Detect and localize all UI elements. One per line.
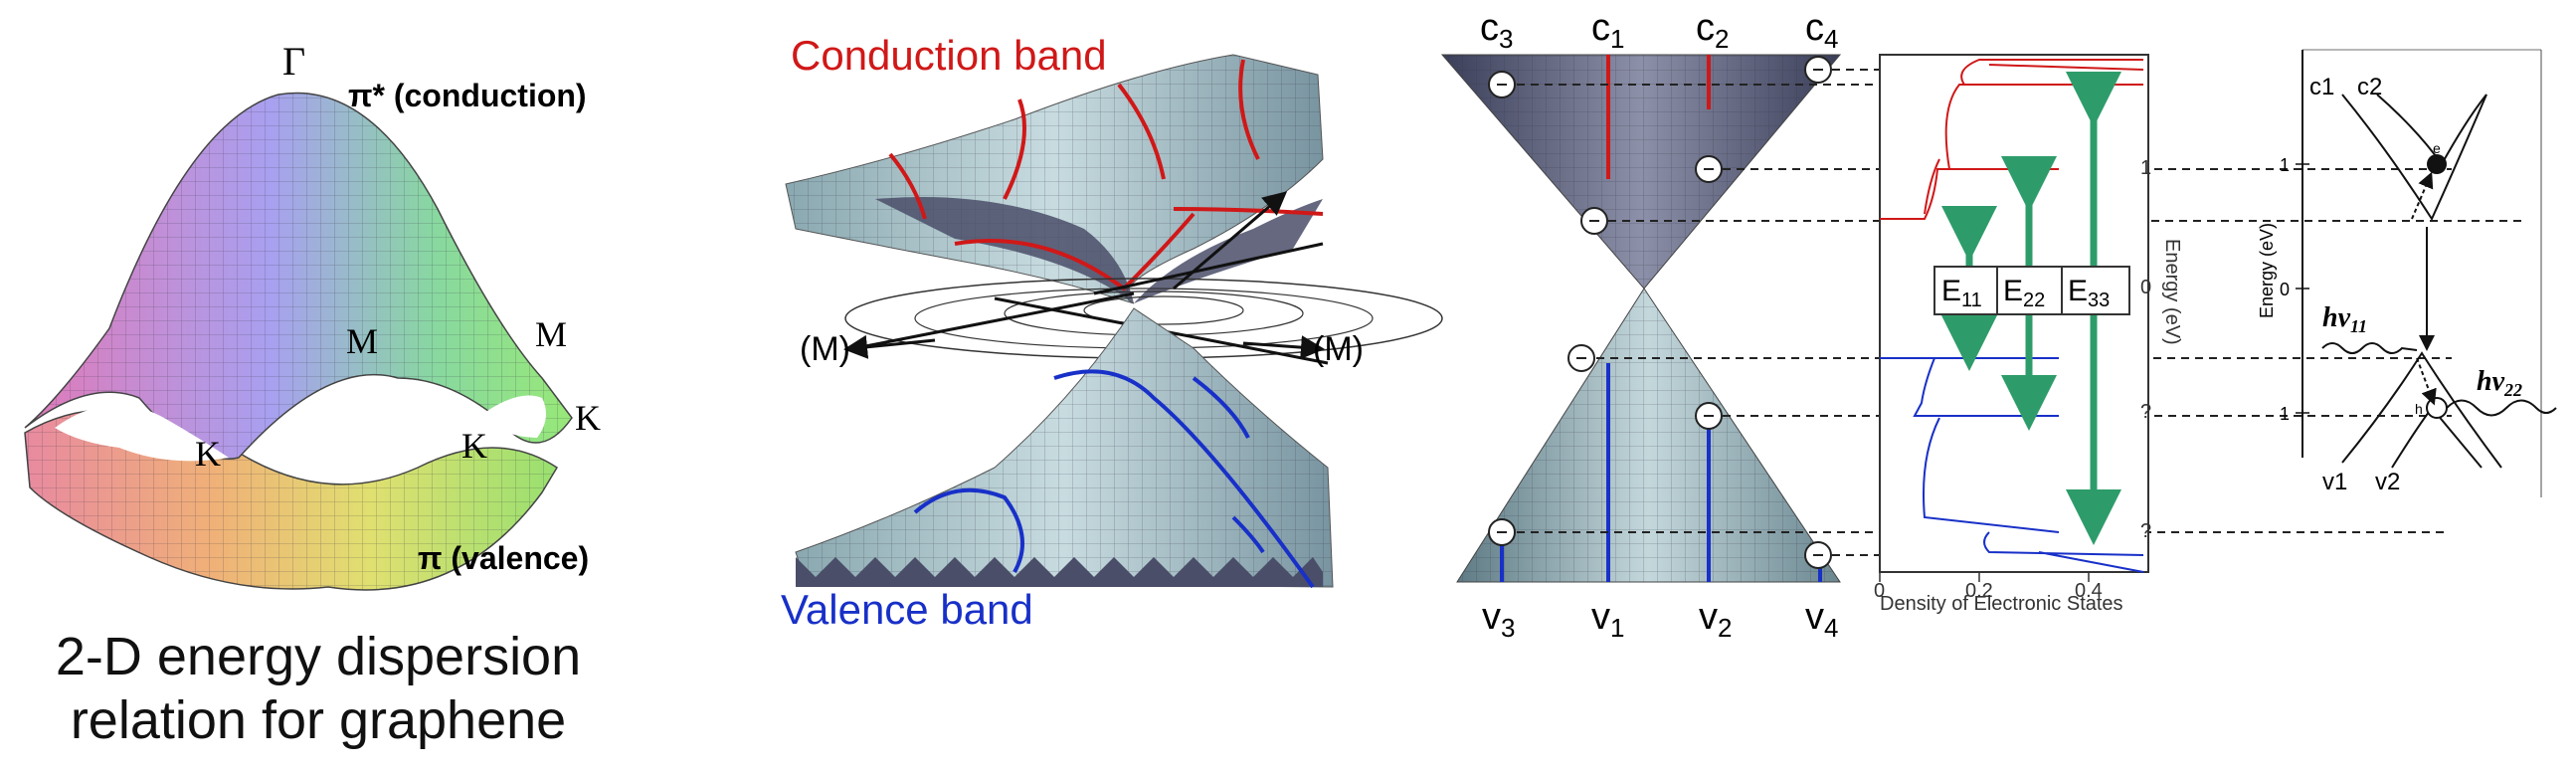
e22-label: E22 bbox=[2003, 275, 2045, 311]
k-point-label-3: K bbox=[575, 398, 601, 438]
e33-label: E33 bbox=[2068, 275, 2110, 311]
caption-line-2: relation for graphene bbox=[70, 690, 567, 750]
hv22-label: hν22 bbox=[2477, 366, 2522, 400]
dos-tick-1: 0.2 bbox=[1965, 580, 1993, 602]
k-point-label-2: K bbox=[461, 426, 487, 466]
valence-band-label: Valence band bbox=[781, 586, 1033, 633]
dos-x-axis-label: Density of Electronic States bbox=[1880, 593, 2123, 615]
schematic-v1-label: v1 bbox=[2322, 469, 2347, 495]
schematic-c2-label: c2 bbox=[2357, 74, 2382, 100]
m-point-label-2: M bbox=[535, 314, 567, 354]
figure-caption: 2-D energy dispersion relation for graph… bbox=[40, 625, 597, 752]
dos-y-axis-label: Energy (eV) bbox=[2161, 239, 2183, 345]
v2-label: v2 bbox=[1699, 596, 1732, 643]
schematic-y-axis-label: Energy (eV) bbox=[2257, 223, 2277, 318]
dos-y-tick-1: 1 bbox=[2140, 157, 2151, 179]
conduction-band-label: Conduction band bbox=[791, 32, 1107, 79]
v3-label: v3 bbox=[1482, 596, 1515, 643]
c2-label: c2 bbox=[1696, 7, 1729, 54]
dirac-cone-diagram bbox=[785, 54, 1443, 589]
c4-label: c4 bbox=[1805, 7, 1838, 54]
k-point-label-1: K bbox=[195, 434, 221, 474]
m-left-label: (M) bbox=[800, 330, 850, 368]
m-point-label-1: M bbox=[346, 321, 378, 361]
schematic-c1-label: c1 bbox=[2309, 74, 2334, 100]
e11-label: E11 bbox=[1941, 275, 1982, 311]
dos-y-tick-neg1: ? bbox=[2140, 401, 2151, 423]
electron-label: e bbox=[2433, 140, 2441, 156]
pi-valence-label: π (valence) bbox=[418, 540, 589, 576]
c3-label: c3 bbox=[1480, 7, 1513, 54]
v1-label: v1 bbox=[1591, 596, 1624, 643]
dos-y-tick-neg2: ? bbox=[2140, 520, 2151, 542]
schematic-y-tick-1: 1 bbox=[2280, 155, 2290, 175]
hv11-label: hν11 bbox=[2322, 302, 2367, 336]
schematic-v2-label: v2 bbox=[2375, 469, 2400, 495]
schematic-y-tick-0: 0 bbox=[2280, 280, 2290, 299]
dos-cone-diagram bbox=[1440, 54, 2526, 583]
optical-transition-schematic bbox=[2296, 49, 2557, 497]
dos-y-tick-0: 0 bbox=[2140, 277, 2151, 298]
graphene-dispersion-surface bbox=[24, 92, 573, 591]
schematic-y-tick-neg1: 1 bbox=[2280, 404, 2290, 424]
pi-star-label: π* (conduction) bbox=[348, 78, 587, 113]
dos-tick-0: 0 bbox=[1874, 580, 1885, 602]
caption-line-1: 2-D energy dispersion bbox=[55, 627, 582, 686]
c1-label: c1 bbox=[1591, 7, 1624, 54]
dos-tick-2: 0.4 bbox=[2075, 580, 2103, 602]
gamma-point-label: Γ bbox=[282, 39, 305, 84]
hole-label: h bbox=[2415, 401, 2423, 417]
v4-label: v4 bbox=[1805, 596, 1838, 643]
m-right-label: (M) bbox=[1313, 330, 1364, 368]
